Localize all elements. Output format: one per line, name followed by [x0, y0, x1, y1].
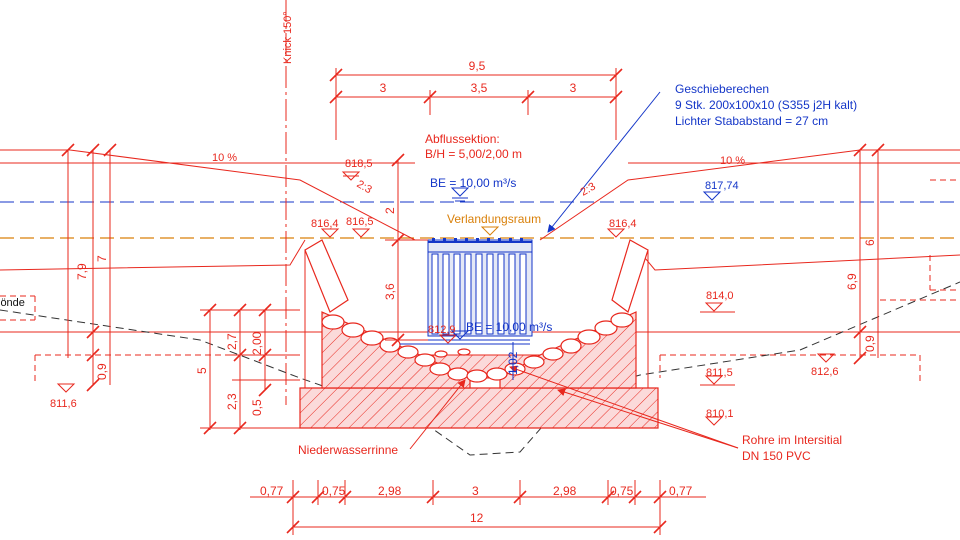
dim-bottom-075-right: 0,75: [610, 484, 634, 498]
abfluss-title: Abflussektion:: [425, 132, 500, 146]
dim-left-5: 5: [195, 367, 209, 374]
dim-left-79: 7,9: [75, 263, 89, 280]
dim-right-69: 6,9: [845, 273, 859, 290]
slope-left: 10 %: [212, 152, 237, 164]
water-level-markers: [450, 187, 722, 340]
elev-8165: 816,5: [346, 216, 374, 228]
riprap-stones: [321, 312, 634, 383]
elevation-markers: [56, 171, 836, 426]
dim-left-23: 2,3: [225, 393, 239, 410]
dim-mid-2: 2: [383, 207, 397, 214]
be-lower-label: BE = 10,00 m³/s: [466, 320, 552, 334]
elev-8115: 811,5: [706, 367, 733, 379]
right-wing-wall: [611, 239, 649, 313]
knick-label: Knick 150°: [282, 11, 294, 64]
niederwasserrinne-leader: [409, 379, 466, 450]
dim-top-total: 9,5: [469, 59, 486, 73]
pipes-size: DN 150 PVC: [742, 449, 811, 463]
top-dimension-chain: [329, 68, 623, 140]
pipes-title: Rohre im Intersitial: [742, 433, 842, 447]
verlandungsraum-label: Verlandungsraum: [447, 212, 541, 226]
dim-bottom-075-left: 0,75: [322, 484, 346, 498]
sediment-marker: [480, 226, 500, 236]
dim-left-27: 2,7: [225, 333, 239, 350]
elev-8116: 811,6: [50, 398, 77, 410]
dimension-ticks: [61, 143, 885, 435]
elev-8164-left: 816,4: [311, 218, 339, 230]
slope-ratio-right: 2:3: [579, 181, 598, 199]
elev-8129: 812,9: [428, 324, 456, 336]
elev-8101: 810,1: [706, 408, 734, 420]
dim-bottom-298-left: 2,98: [378, 484, 402, 498]
terrain-lines: [0, 149, 960, 385]
dim-left-200: 2,00: [250, 331, 264, 355]
elev-8126: 812,6: [811, 366, 839, 378]
left-wing-wall: [304, 239, 349, 313]
elev-8140: 814,0: [706, 290, 734, 302]
dim-bottom-077-right: 0,77: [669, 484, 693, 498]
rake-title: Geschieberechen: [675, 82, 769, 96]
bottom-dimension-chain: [250, 480, 706, 535]
rake-leader: [547, 91, 661, 233]
dim-left-7: 7: [95, 255, 109, 262]
dim-top-right: 3: [570, 81, 577, 95]
dim-left-05: 0,5: [250, 399, 264, 416]
dim-bottom-298-right: 2,98: [553, 484, 577, 498]
dim-bottom-077-left: 0,77: [260, 484, 284, 498]
rake-spec: 9 Stk. 200x100x10 (S355 j2H kalt): [675, 98, 857, 112]
dim-mid-102: 1,02: [506, 351, 520, 375]
slope-right: 10 %: [720, 155, 745, 167]
dim-top-left: 3: [380, 81, 387, 95]
dim-mid-36: 3,6: [383, 283, 397, 300]
existing-ground-line: [0, 281, 960, 456]
dim-bottom-3: 3: [472, 484, 479, 498]
elev-8185: 818,5: [345, 158, 373, 170]
niederwasserrinne-label: Niederwasserrinne: [298, 443, 398, 457]
abfluss-size: B/H = 5,00/2,00 m: [425, 147, 522, 161]
pipes-leader-2: [557, 388, 739, 449]
be-upper-label: BE = 10,00 m³/s: [430, 176, 516, 190]
elev-81774: 817,74: [705, 180, 739, 192]
pipes-leader-1: [509, 365, 739, 449]
elev-8164-right: 816,4: [609, 218, 637, 230]
dim-top-mid: 3,5: [471, 81, 488, 95]
slope-ratio-left: 2:3: [355, 178, 374, 196]
left-cut-label: lönde: [0, 297, 25, 309]
dim-left-09: 0,9: [95, 363, 109, 380]
dim-right-6: 6: [863, 239, 877, 246]
debris-rake: [400, 238, 533, 345]
dim-right-09: 0,9: [863, 335, 877, 352]
rake-spacing: Lichter Stababstand = 27 cm: [675, 114, 828, 128]
foundation-slab: [299, 387, 659, 429]
dim-bottom-total: 12: [470, 511, 484, 525]
